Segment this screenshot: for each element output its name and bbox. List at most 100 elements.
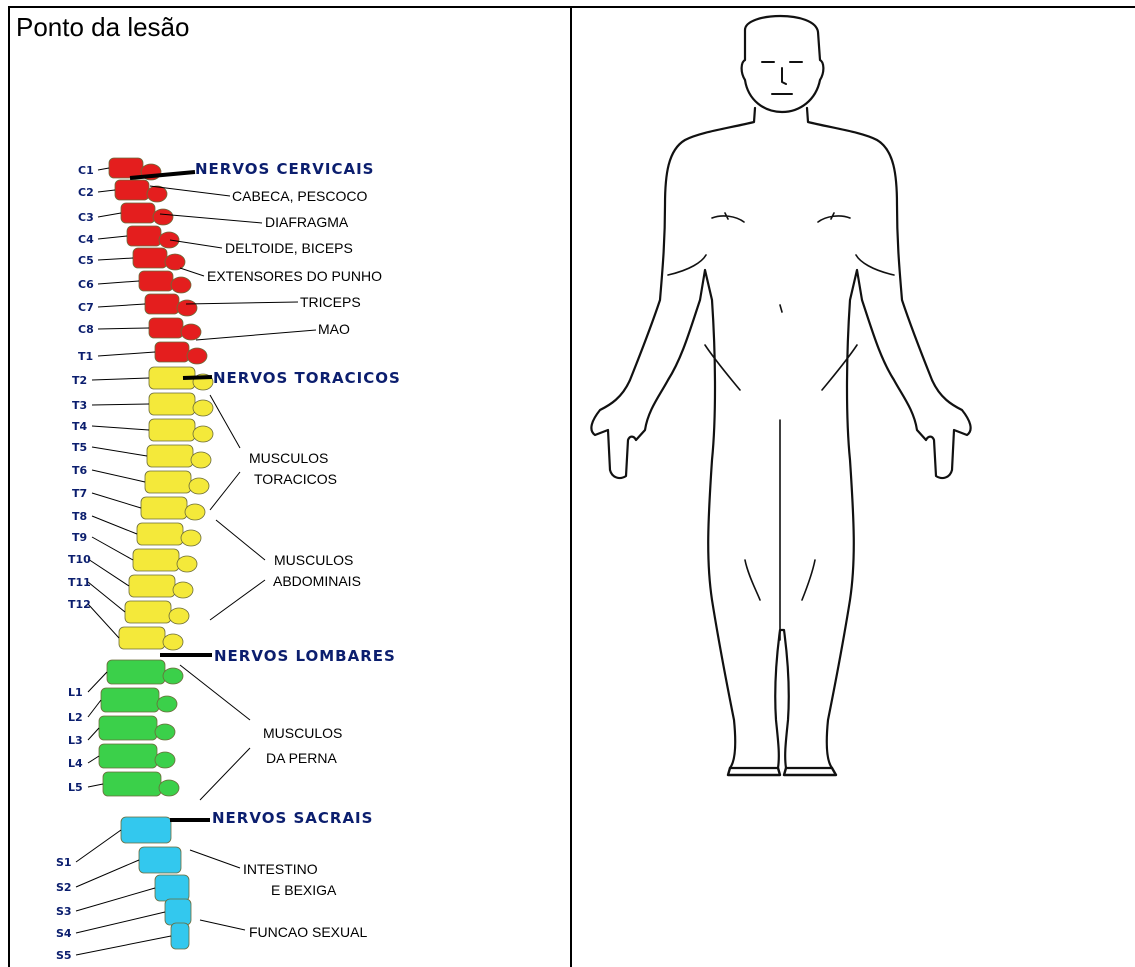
vertebra-leader-line	[76, 860, 139, 887]
vertebra-body	[145, 294, 179, 314]
chest-details	[712, 213, 850, 312]
spinous-process	[193, 400, 213, 416]
nerve-heading-lumbar: NERVOS LOMBARES	[214, 647, 396, 665]
vertebra-label: T11	[68, 576, 91, 589]
vertebra-leader-line	[92, 447, 147, 456]
spinous-process	[169, 608, 189, 624]
spinous-process	[159, 232, 179, 248]
vertebra-label: L2	[68, 711, 83, 724]
vertebra-leader-line	[98, 168, 109, 170]
function-label: ABDOMINAIS	[273, 573, 361, 589]
vertebra-body	[155, 875, 189, 901]
vertebra-body	[139, 271, 173, 291]
spinous-process	[187, 348, 207, 364]
torso-outline	[591, 108, 970, 768]
vertebra-label: L3	[68, 734, 83, 747]
function-label: DELTOIDE, BICEPS	[225, 240, 353, 256]
vertebra-labels: C1C2C3C4C5C6C7C8T1T2T3T4T5T6T7T8T9T10T11…	[56, 164, 94, 962]
vertebra-leader-line	[76, 912, 165, 933]
function-leader-line	[180, 268, 204, 276]
vertebra-leader-line	[98, 236, 127, 239]
vertebra-leader-line	[92, 516, 137, 534]
function-label: MUSCULOS	[249, 450, 328, 466]
vertebra-label: T8	[72, 510, 87, 523]
vertebra-leader-line	[76, 936, 171, 955]
vertebra-label: C3	[78, 211, 94, 224]
vertebra-leader-line	[98, 258, 133, 260]
vertebra-leader-line	[88, 700, 101, 717]
function-label: INTESTINO	[243, 861, 318, 877]
vertebra-leader-line	[76, 888, 155, 911]
vertebra-leader-line	[98, 328, 149, 329]
vertebra-label: S4	[56, 927, 72, 940]
vertebra-body	[103, 772, 161, 796]
vertebra-body	[171, 923, 189, 949]
function-leader-line	[210, 580, 265, 620]
vertebra-body	[155, 342, 189, 362]
spinous-process	[185, 504, 205, 520]
vertebra-label: C5	[78, 254, 94, 267]
spinous-process	[163, 634, 183, 650]
vertebra-leader-line	[88, 559, 129, 586]
vertebra-leader-line	[92, 493, 141, 508]
leg-lines	[745, 420, 815, 640]
vertebra-label: T12	[68, 598, 91, 611]
vertebra-body	[149, 393, 195, 415]
vertebra-leader-line	[88, 604, 119, 638]
function-leader-line	[196, 330, 316, 340]
vertebra-body	[121, 203, 155, 223]
function-label: TRICEPS	[300, 294, 361, 310]
vertebra-body	[109, 158, 143, 178]
spinous-process	[193, 426, 213, 442]
vertebra-body	[139, 847, 181, 873]
vertebral-column	[99, 158, 213, 949]
function-leader-line	[190, 850, 240, 868]
function-label: DIAFRAGMA	[265, 214, 349, 230]
vertebra-leader-line	[88, 582, 125, 612]
vertebra-leader-line	[88, 784, 103, 787]
spinous-process	[147, 186, 167, 202]
vertebra-label: T6	[72, 464, 88, 477]
vertebra-body	[149, 318, 183, 338]
function-leader-line	[200, 920, 245, 930]
vertebra-body	[141, 497, 187, 519]
spinous-process	[153, 209, 173, 225]
vertebra-label: T2	[72, 374, 87, 387]
function-label: TORACICOS	[254, 471, 337, 487]
vertebra-label: T5	[72, 441, 87, 454]
vertebra-label: C7	[78, 301, 94, 314]
spinous-process	[177, 300, 197, 316]
vertebra-body	[121, 817, 171, 843]
face-features	[762, 62, 802, 94]
vertebra-label: C6	[78, 278, 94, 291]
vertebra-label: T7	[72, 487, 87, 500]
vertebra-label: C8	[78, 323, 94, 336]
vertebra-label: C1	[78, 164, 94, 177]
vertebra-label: T10	[68, 553, 91, 566]
function-label: EXTENSORES DO PUNHO	[207, 268, 382, 284]
vertebra-leader-line	[92, 426, 149, 430]
vertebra-body	[107, 660, 165, 684]
function-label: E BEXIGA	[271, 882, 337, 898]
vertebra-body	[119, 627, 165, 649]
arm-lines	[668, 255, 894, 390]
function-label: CABECA, PESCOCO	[232, 188, 367, 204]
vertebra-label: L1	[68, 686, 83, 699]
vertebra-body	[165, 899, 191, 925]
vertebra-leader-line	[98, 352, 155, 356]
vertebra-body	[125, 601, 171, 623]
nerve-heading-bar	[183, 377, 212, 378]
spinous-process	[191, 452, 211, 468]
spinous-process	[155, 752, 175, 768]
vertebra-leader-line	[76, 830, 121, 862]
spinous-process	[165, 254, 185, 270]
vertebra-body	[149, 419, 195, 441]
vertebra-leader-line	[92, 537, 133, 560]
function-leader-line	[210, 472, 240, 510]
vertebra-leader-line	[92, 404, 149, 405]
vertebra-label: S1	[56, 856, 72, 869]
spinous-process	[159, 780, 179, 796]
nerve-heading-thoracic: NERVOS TORACICOS	[213, 369, 401, 387]
spinous-process	[171, 277, 191, 293]
